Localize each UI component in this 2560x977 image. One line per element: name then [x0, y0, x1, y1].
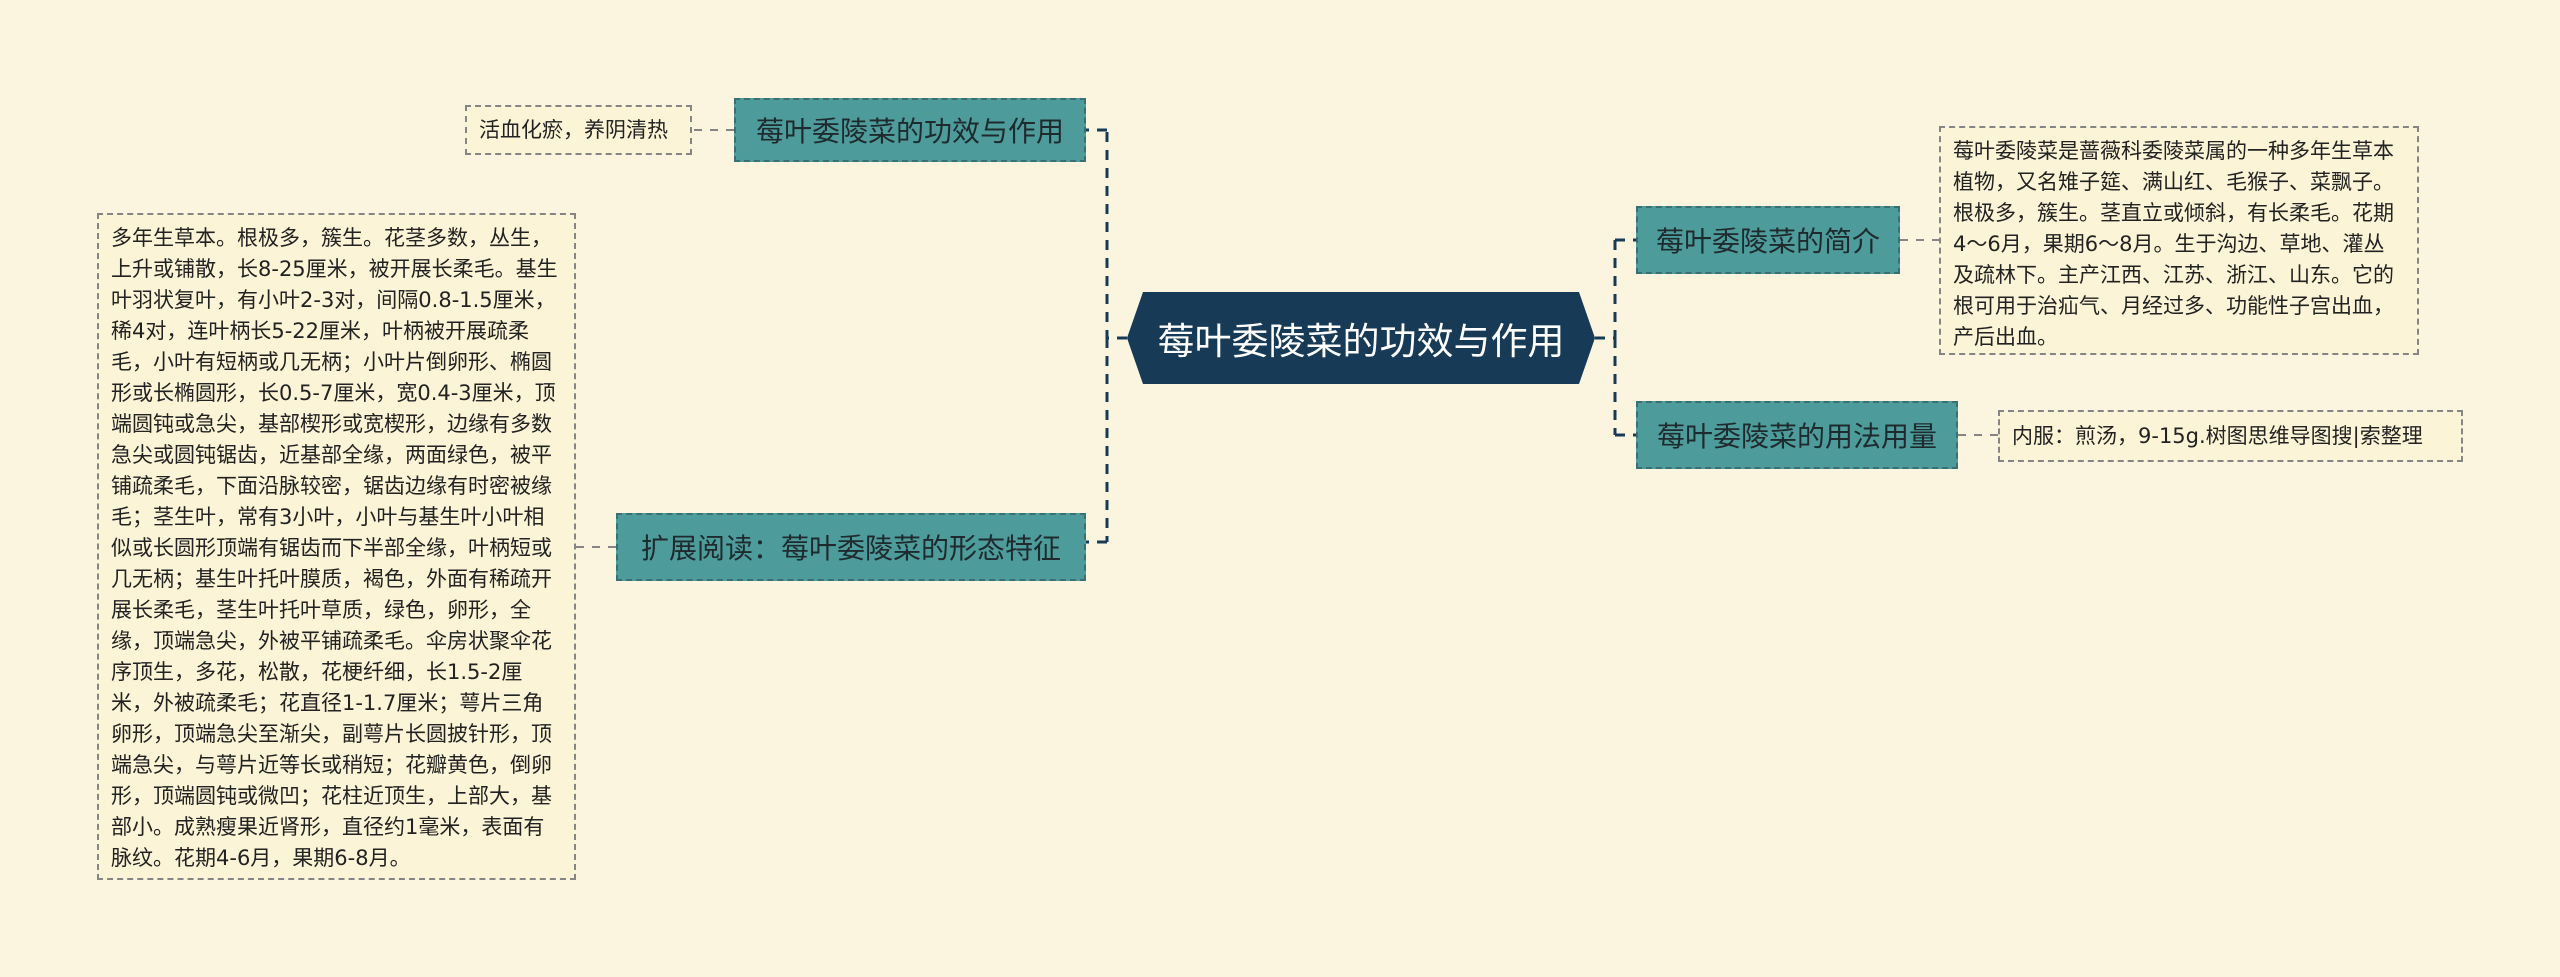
leaf-benefits-detail[interactable]: 活血化瘀，养阴清热 [465, 105, 692, 155]
branch-morphology[interactable]: 扩展阅读：莓叶委陵菜的形态特征 [616, 513, 1086, 581]
branch-benefits[interactable]: 莓叶委陵菜的功效与作用 [734, 98, 1086, 162]
leaf-dosage-detail[interactable]: 内服：煎汤，9-15g.树图思维导图搜|索整理 [1998, 410, 2463, 462]
connector-center-right [1595, 240, 1617, 435]
branch-dosage[interactable]: 莓叶委陵菜的用法用量 [1636, 401, 1958, 469]
branch-introduction[interactable]: 莓叶委陵菜的简介 [1636, 206, 1900, 274]
leaf-introduction-detail[interactable]: 莓叶委陵菜是蔷薇科委陵菜属的一种多年生草本植物，又名雉子筵、满山红、毛猴子、菜飘… [1939, 126, 2419, 355]
connector-center-left [1105, 130, 1127, 542]
leaf-morphology-detail[interactable]: 多年生草本。根极多，簇生。花茎多数，丛生，上升或铺散，长8-25厘米，被开展长柔… [97, 213, 576, 880]
central-topic[interactable]: 莓叶委陵菜的功效与作用 [1127, 292, 1595, 384]
